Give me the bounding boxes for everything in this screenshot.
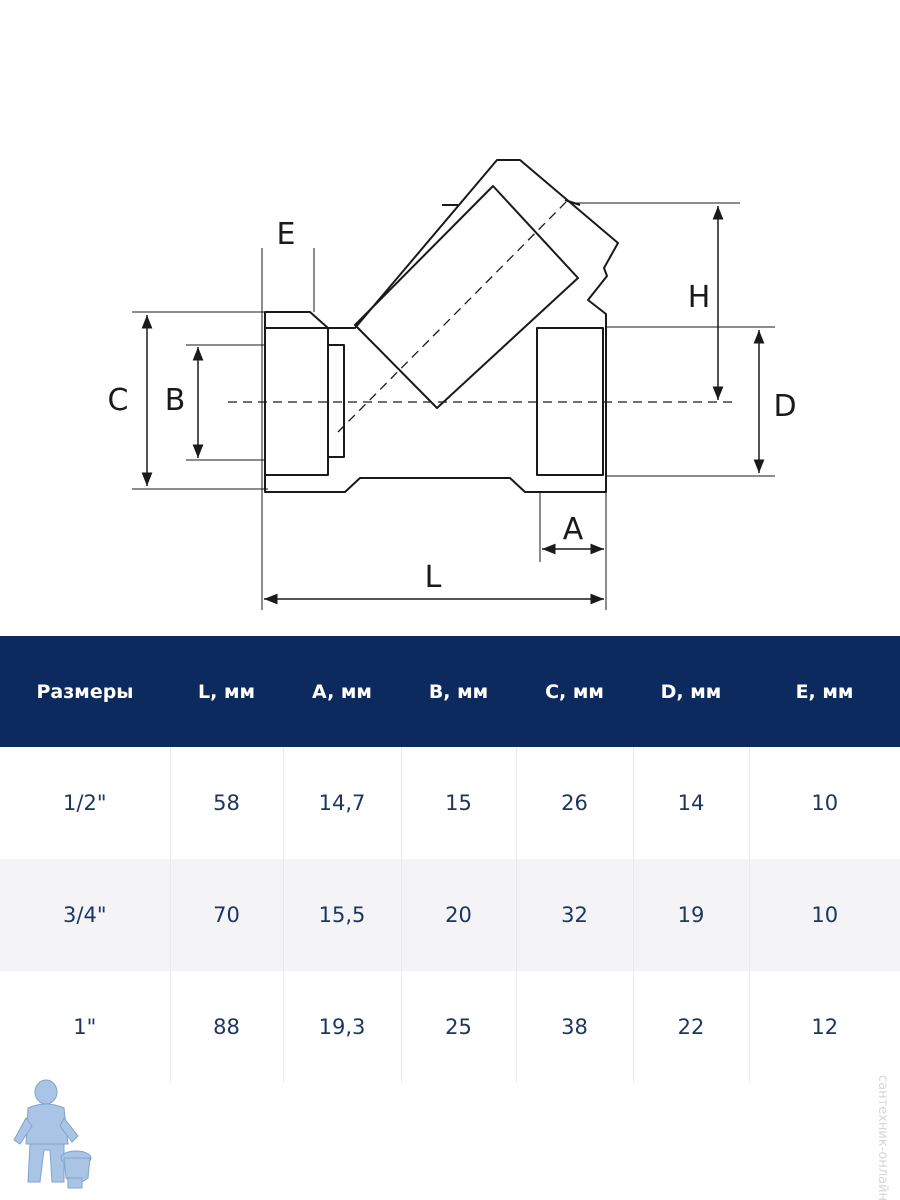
table-header-row: Размеры L, мм A, мм B, мм C, мм D, мм E,… — [0, 636, 900, 747]
dimensions-table: Размеры L, мм A, мм B, мм C, мм D, мм E,… — [0, 636, 900, 1083]
cell-L: 58 — [170, 747, 284, 859]
plumber-mascot-icon — [13, 1079, 92, 1189]
cell-B: 25 — [401, 971, 517, 1083]
extension-lines — [132, 202, 775, 610]
cell-E: 10 — [749, 747, 900, 859]
table-row: 1" 88 19,3 25 38 22 12 — [0, 971, 900, 1083]
header-C: C, мм — [516, 636, 633, 747]
cell-D: 22 — [633, 971, 750, 1083]
cell-C: 32 — [516, 859, 634, 971]
cell-size: 1" — [0, 971, 171, 1083]
dim-label-H: H — [688, 280, 711, 315]
cell-E: 10 — [749, 859, 900, 971]
cell-L: 70 — [170, 859, 284, 971]
dim-label-A: A — [563, 512, 584, 547]
header-E: E, мм — [749, 636, 900, 747]
cell-B: 20 — [401, 859, 517, 971]
cell-C: 26 — [516, 747, 634, 859]
header-L: L, мм — [170, 636, 283, 747]
cell-size: 3/4" — [0, 859, 171, 971]
dimension-lines — [141, 206, 765, 605]
center-lines — [228, 197, 735, 433]
strainer-body — [264, 159, 619, 493]
header-sizes: Размеры — [0, 636, 170, 747]
cell-A: 14,7 — [283, 747, 402, 859]
table-row: 1/2" 58 14,7 15 26 14 10 — [0, 747, 900, 859]
dim-label-D: D — [773, 389, 796, 424]
watermark: сантехник-онлайн.рф — [875, 1075, 890, 1200]
cell-size: 1/2" — [0, 747, 171, 859]
cell-C: 38 — [516, 971, 634, 1083]
dim-label-E: E — [277, 217, 296, 252]
cell-D: 14 — [633, 747, 750, 859]
cell-A: 19,3 — [283, 971, 402, 1083]
header-D: D, мм — [633, 636, 749, 747]
table-row: 3/4" 70 15,5 20 32 19 10 — [0, 859, 900, 971]
cell-A: 15,5 — [283, 859, 402, 971]
cell-E: 12 — [749, 971, 900, 1083]
header-A: A, мм — [283, 636, 401, 747]
dim-label-B: B — [165, 383, 186, 418]
strainer-dimension-drawing: E H C B D A L — [108, 159, 797, 610]
cell-D: 19 — [633, 859, 750, 971]
dim-label-L: L — [425, 560, 442, 595]
cell-B: 15 — [401, 747, 517, 859]
dim-label-C: C — [108, 383, 129, 418]
header-B: B, мм — [401, 636, 516, 747]
cell-L: 88 — [170, 971, 284, 1083]
